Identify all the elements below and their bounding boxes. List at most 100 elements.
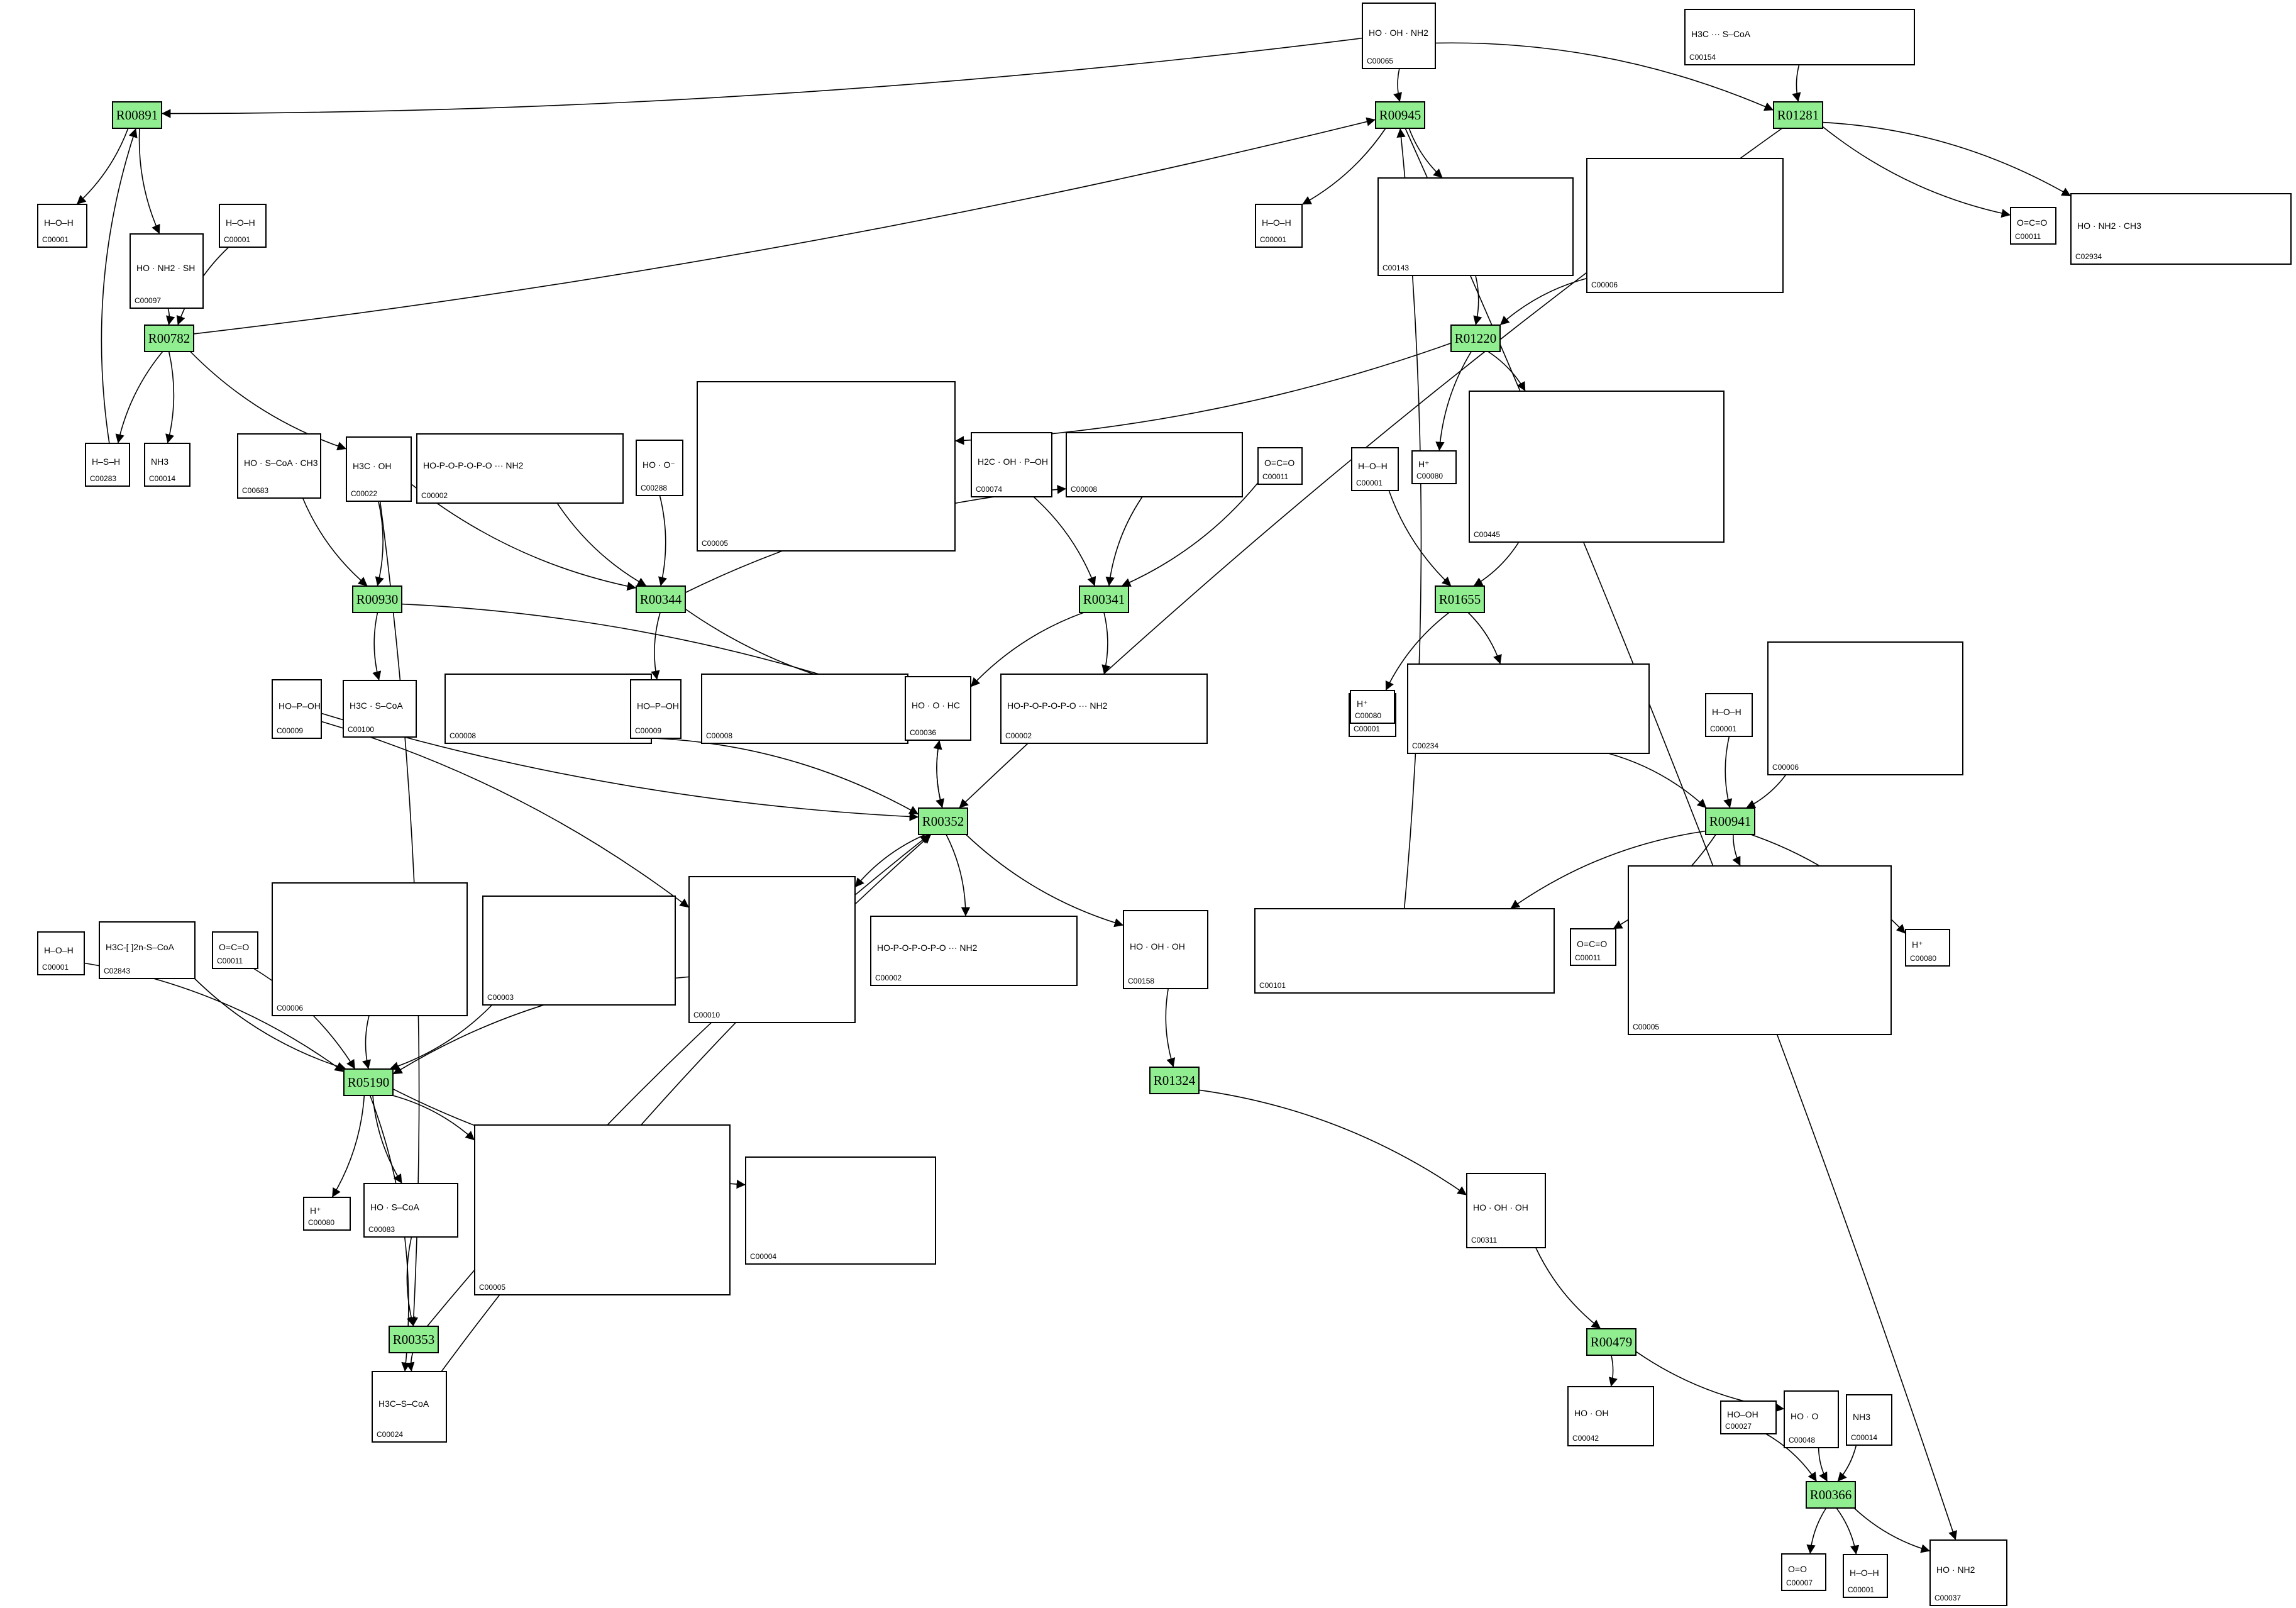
compound-c00004[interactable]: C00004 — [745, 1156, 936, 1265]
compound-c00006[interactable]: C00006 — [272, 882, 468, 1016]
compound-c00080[interactable]: H⁺C00080 — [1350, 690, 1395, 724]
compound-c00006[interactable]: C00006 — [1767, 641, 1963, 775]
reaction-r01281[interactable]: R01281 — [1773, 101, 1823, 129]
compound-structure: HO-P-O-P-O-P-O ··· NH2 — [877, 943, 978, 953]
compound-structure: H3C · S–CoA — [350, 701, 403, 711]
reaction-r00782[interactable]: R00782 — [144, 324, 194, 352]
reaction-id-label: R01324 — [1154, 1073, 1196, 1088]
compound-structure: HO · O⁻ — [643, 460, 675, 470]
reaction-r00941[interactable]: R00941 — [1705, 807, 1755, 835]
reaction-r01324[interactable]: R01324 — [1149, 1067, 1200, 1094]
reaction-r01655[interactable]: R01655 — [1435, 585, 1485, 613]
compound-c00008[interactable]: C00008 — [444, 674, 652, 744]
reaction-r01220[interactable]: R01220 — [1450, 324, 1501, 352]
compound-id-label: C00009 — [277, 726, 303, 735]
compound-c00288[interactable]: HO · O⁻C00288 — [636, 440, 683, 496]
compound-c00008[interactable]: C00008 — [1066, 432, 1243, 497]
compound-id-label: C00006 — [1772, 763, 1799, 772]
compound-structure: HO · O · HC — [912, 701, 960, 711]
compound-id-label: C02843 — [104, 967, 130, 975]
compound-c00005[interactable]: C00005 — [697, 381, 956, 552]
compound-c00080[interactable]: H⁺C00080 — [303, 1197, 351, 1231]
reaction-r00344[interactable]: R00344 — [636, 585, 686, 613]
compound-c00445[interactable]: C00445 — [1469, 391, 1725, 543]
compound-structure: H–O–H — [44, 218, 74, 228]
edge-arrow — [1388, 490, 1452, 587]
compound-c00010[interactable]: C00010 — [688, 876, 856, 1023]
compound-id-label: C00311 — [1471, 1236, 1497, 1245]
edge-arrow — [392, 1095, 475, 1141]
compound-id-label: C00080 — [308, 1218, 334, 1227]
reaction-r00341[interactable]: R00341 — [1079, 585, 1129, 613]
compound-box — [1720, 1400, 1777, 1434]
compound-c00143[interactable]: C00143 — [1377, 177, 1574, 276]
compound-id-label: C00158 — [1128, 977, 1154, 985]
reaction-r00479[interactable]: R00479 — [1586, 1328, 1636, 1356]
reaction-r00366[interactable]: R00366 — [1806, 1481, 1856, 1509]
reaction-box — [1586, 1328, 1636, 1356]
compound-c00080[interactable]: H⁺C00080 — [1411, 450, 1457, 484]
compound-box — [343, 680, 417, 738]
edge-arrow — [1818, 1447, 1828, 1482]
compound-c00080[interactable]: H⁺C00080 — [1905, 929, 1950, 967]
compound-box — [482, 895, 676, 1006]
edge-arrow — [1033, 496, 1096, 587]
compound-c00101[interactable]: C00101 — [1254, 908, 1555, 994]
compound-box — [1411, 450, 1457, 484]
compound-c00234[interactable]: C00234 — [1407, 663, 1650, 754]
compound-structure: HO–P–OH — [637, 701, 679, 711]
compound-box — [219, 204, 267, 248]
compound-c00003[interactable]: C00003 — [482, 895, 676, 1006]
compound-id-label: C00024 — [377, 1430, 403, 1439]
reaction-r05190[interactable]: R05190 — [343, 1068, 394, 1096]
compound-id-label: C00011 — [1575, 953, 1601, 962]
compound-c00005[interactable]: C00005 — [474, 1124, 731, 1295]
reaction-r00930[interactable]: R00930 — [352, 585, 402, 613]
reaction-r00945[interactable]: R00945 — [1375, 101, 1425, 129]
compound-c00008[interactable]: C00008 — [701, 674, 908, 744]
reaction-r00891[interactable]: R00891 — [112, 101, 162, 129]
reaction-r00353[interactable]: R00353 — [389, 1326, 439, 1353]
compound-c00005[interactable]: C00005 — [1628, 865, 1892, 1035]
compound-c00006[interactable]: C00006 — [1586, 158, 1784, 293]
reaction-r00352[interactable]: R00352 — [918, 807, 968, 835]
